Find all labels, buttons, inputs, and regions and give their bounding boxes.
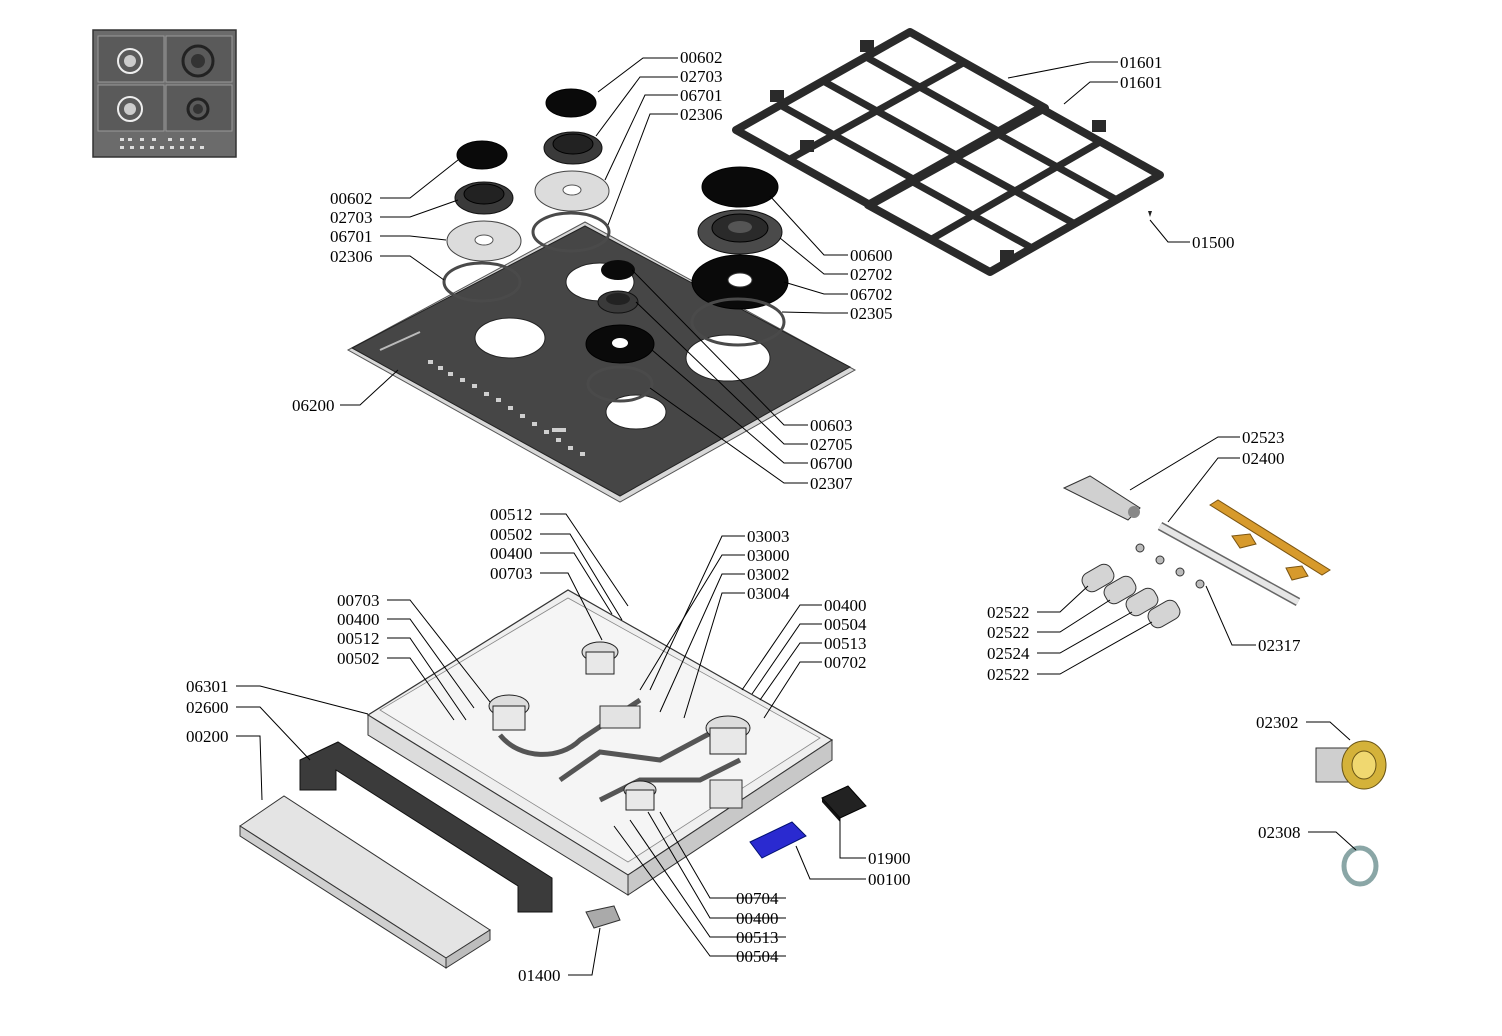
part-label: 02307 bbox=[810, 474, 853, 493]
part-label: 00600 bbox=[850, 246, 893, 265]
valve-02522-c bbox=[1147, 599, 1181, 629]
part-label: 06701 bbox=[680, 86, 723, 105]
part-label: 00502 bbox=[337, 649, 380, 668]
part-label: 06702 bbox=[850, 285, 893, 304]
part-label: 02702 bbox=[850, 265, 893, 284]
valve-02522-b bbox=[1103, 575, 1137, 605]
part-label: 02317 bbox=[1258, 636, 1301, 655]
tray-burner-cup-c bbox=[705, 715, 751, 755]
part-label: 02522 bbox=[987, 665, 1030, 684]
valve-02524 bbox=[1125, 587, 1159, 617]
pan-support-grid-01601-b bbox=[864, 104, 1164, 276]
part-label: 00703 bbox=[490, 564, 533, 583]
valve-02522-a bbox=[1081, 563, 1115, 593]
gas-pipe-assembly bbox=[498, 697, 743, 809]
part-label: 00400 bbox=[824, 596, 867, 615]
part-label: 06700 bbox=[810, 454, 853, 473]
tray-burner-cup-b bbox=[581, 641, 619, 675]
part-label: 06200 bbox=[292, 396, 335, 415]
part-label: 03003 bbox=[747, 527, 790, 546]
seal-ring-02306-a bbox=[531, 211, 611, 253]
part-label: 06301 bbox=[186, 677, 229, 696]
part-label: 02705 bbox=[810, 435, 853, 454]
part-labels: 00602 02703 06701 02306 01601 01601 0060… bbox=[186, 48, 1301, 985]
seal-ring-02307 bbox=[586, 365, 654, 403]
part-label: 00504 bbox=[824, 615, 867, 634]
burner-crown-02703-b bbox=[454, 181, 514, 215]
glass-cooktop bbox=[346, 221, 857, 503]
part-label: 02600 bbox=[186, 698, 229, 717]
part-label: 00100 bbox=[868, 870, 911, 889]
part-label: 02308 bbox=[1258, 823, 1301, 842]
part-label: 02306 bbox=[680, 105, 723, 124]
seal-ring-02306-b bbox=[442, 261, 522, 303]
cooktop-thumbnail bbox=[92, 29, 237, 158]
leader-lines bbox=[236, 57, 1357, 976]
burner-cap-00602-a bbox=[545, 88, 597, 118]
burner-crown-02703-a bbox=[543, 131, 603, 165]
part-label: 02302 bbox=[1256, 713, 1299, 732]
part-label: 02523 bbox=[1242, 428, 1285, 447]
tray-burner-cup-d bbox=[623, 780, 657, 811]
part-label: 00512 bbox=[337, 629, 380, 648]
connector-00100 bbox=[749, 821, 807, 859]
part-label: 00512 bbox=[490, 505, 533, 524]
part-label: 00502 bbox=[490, 525, 533, 544]
burner-crown-02702 bbox=[697, 209, 783, 255]
part-label: 00603 bbox=[810, 416, 853, 435]
part-label: 02400 bbox=[1242, 449, 1285, 468]
tray-burner-cup-a bbox=[488, 694, 530, 731]
part-label: 02306 bbox=[330, 247, 373, 266]
part-label: 03004 bbox=[747, 584, 790, 603]
part-label: 03000 bbox=[747, 546, 790, 565]
gas-manifold-02400 bbox=[1157, 522, 1301, 606]
part-label: 01900 bbox=[868, 849, 911, 868]
switch-01900 bbox=[821, 785, 867, 822]
front-trim-02600 bbox=[299, 741, 553, 913]
thermocouple-valve-02523 bbox=[1062, 475, 1141, 521]
part-label: 06701 bbox=[330, 227, 373, 246]
washer-02308 bbox=[1341, 845, 1379, 887]
seal-ring-02305 bbox=[690, 297, 786, 347]
part-label: 00703 bbox=[337, 591, 380, 610]
part-label: 02305 bbox=[850, 304, 893, 323]
part-label: 00602 bbox=[680, 48, 723, 67]
part-label: 01400 bbox=[518, 966, 561, 985]
part-label: 00602 bbox=[330, 189, 373, 208]
burner-crown-02705 bbox=[597, 290, 639, 314]
clip-01400 bbox=[585, 905, 621, 929]
part-label: 00513 bbox=[824, 634, 867, 653]
burner-plate-06702 bbox=[691, 254, 789, 310]
part-label: 00200 bbox=[186, 727, 229, 746]
part-label: 03002 bbox=[747, 565, 790, 584]
part-label: 02703 bbox=[680, 67, 723, 86]
part-label: 02522 bbox=[987, 603, 1030, 622]
burner-cap-00602-b bbox=[456, 140, 508, 170]
part-label: 00702 bbox=[824, 653, 867, 672]
part-label: 00504 bbox=[736, 947, 779, 966]
part-label: 00513 bbox=[736, 928, 779, 947]
part-label: 01500 bbox=[1192, 233, 1235, 252]
part-label: 02703 bbox=[330, 208, 373, 227]
part-label: 02524 bbox=[987, 644, 1030, 663]
burner-plate-06701-a bbox=[534, 170, 610, 212]
nuts-02317 bbox=[1135, 543, 1205, 589]
part-label: 00400 bbox=[337, 610, 380, 629]
burner-cap-00603 bbox=[601, 260, 635, 280]
screw-01500 bbox=[1148, 211, 1152, 217]
part-label: 00400 bbox=[736, 909, 779, 928]
burner-plate-06700 bbox=[585, 324, 655, 364]
burner-cap-00600 bbox=[701, 166, 779, 208]
gas-connector-02302 bbox=[1315, 740, 1387, 790]
part-label: 02522 bbox=[987, 623, 1030, 642]
part-label: 01601 bbox=[1120, 53, 1163, 72]
part-label: 01601 bbox=[1120, 73, 1163, 92]
burner-plate-06701-b bbox=[446, 220, 522, 262]
part-label: 00704 bbox=[736, 889, 779, 908]
manifold-bracket bbox=[1209, 499, 1331, 581]
part-label: 00400 bbox=[490, 544, 533, 563]
control-electronics-board-00200 bbox=[239, 795, 491, 969]
